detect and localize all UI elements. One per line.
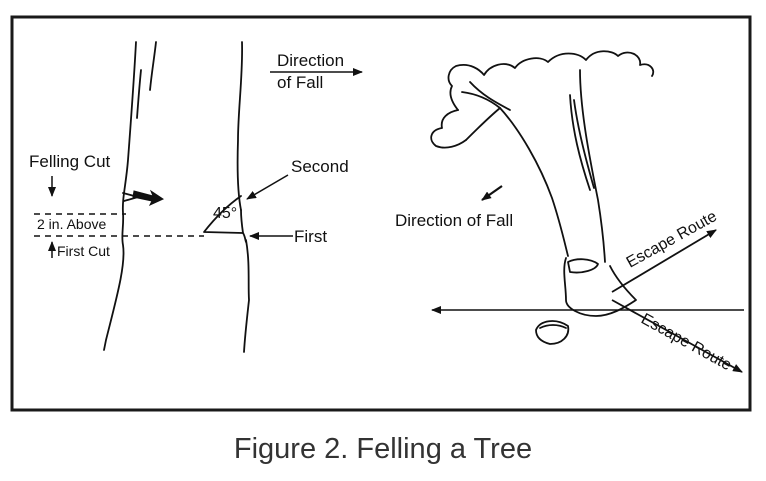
felling-cut-arrow bbox=[132, 189, 165, 207]
tree-trunk-right bbox=[579, 69, 606, 263]
notch-cut bbox=[203, 195, 247, 243]
right-panel bbox=[430, 50, 655, 345]
tree-branch-inner bbox=[469, 81, 511, 111]
notch-face-line bbox=[240, 209, 244, 234]
felling-cut-label: Felling Cut bbox=[29, 152, 111, 171]
figure-frame bbox=[10, 15, 752, 412]
fallen-wedge bbox=[535, 320, 570, 345]
stump-notch bbox=[567, 258, 599, 274]
left-panel bbox=[103, 41, 250, 353]
escape-route-lower-label: Escape Route bbox=[638, 311, 734, 375]
direction-arrow-right-panel bbox=[481, 185, 503, 201]
escape-route-arrow-lower bbox=[611, 299, 743, 373]
bark-line bbox=[149, 41, 157, 91]
tree-bark-line bbox=[573, 99, 595, 189]
escape-route-arrow-upper bbox=[611, 229, 717, 293]
tree-trunk-left bbox=[499, 107, 569, 257]
bark-line bbox=[136, 69, 142, 119]
trunk-right-edge bbox=[236, 41, 244, 211]
second-cut-arrow bbox=[246, 174, 289, 200]
first-cut-label: First Cut bbox=[57, 243, 110, 259]
tree-foliage-left bbox=[430, 109, 467, 149]
second-label: Second bbox=[291, 157, 349, 176]
direction-label-line2: of Fall bbox=[277, 73, 323, 92]
two-in-above-label: 2 in. Above bbox=[37, 216, 106, 232]
direction-label-line1: Direction bbox=[277, 51, 344, 70]
trunk-right-edge-lower bbox=[243, 239, 250, 353]
angle-label: 45° bbox=[213, 205, 237, 222]
tree-foliage bbox=[447, 50, 655, 111]
tree-bark-line bbox=[569, 94, 591, 191]
tree-branch bbox=[461, 91, 501, 141]
first-label: First bbox=[294, 227, 327, 246]
trunk-left-edge bbox=[103, 41, 137, 351]
direction-of-fall-label: Direction of Fall bbox=[395, 211, 513, 230]
fallen-wedge-inner bbox=[539, 324, 567, 329]
tree-stump bbox=[563, 257, 637, 317]
figure-caption: Figure 2. Felling a Tree bbox=[233, 433, 533, 465]
escape-route-upper-label: Escape Route bbox=[624, 208, 720, 272]
